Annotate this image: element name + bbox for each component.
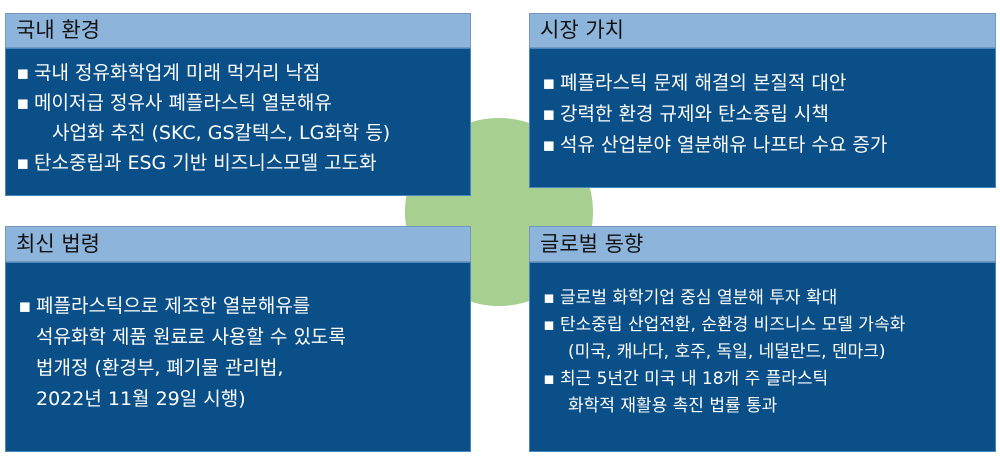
item-text: 최근 5년간 미국 내 18개 주 플라스틱 xyxy=(560,369,829,389)
list-item: ▪ 폐플라스틱으로 제조한 열분해유를 석유화학 제품 원료로 사용할 수 있도… xyxy=(18,291,470,415)
item-text-continued: 석유화학 제품 원료로 사용할 수 있도록 xyxy=(36,326,346,348)
panel-domestic: 국내 환경 ▪ 국내 정유화학업계 미래 먹거리 낙점 ▪ 메이저급 정유사 폐… xyxy=(5,13,471,196)
list-item: ▪ 폐플라스틱 문제 해결의 본질적 대안 xyxy=(542,68,995,99)
item-text-continued: (미국, 캐나다, 호주, 독일, 네덜란드, 덴마크) xyxy=(568,342,886,362)
item-text: 폐플라스틱으로 제조한 열분해유를 xyxy=(36,295,311,317)
item-text: 탄소중립 산업전환, 순환경 비즈니스 모델 가속화 xyxy=(560,315,906,335)
list-item: ▪ 최근 5년간 미국 내 18개 주 플라스틱 화학적 재활용 촉진 법률 통… xyxy=(542,366,995,420)
bullet: ▪ xyxy=(543,288,555,308)
list-item: ▪ 강력한 환경 규제와 탄소중립 시책 xyxy=(542,99,995,130)
list-item: ▪ 탄소중립 산업전환, 순환경 비즈니스 모델 가속화 (미국, 캐나다, 호… xyxy=(542,312,995,366)
list-item: ▪ 탄소중립과 ESG 기반 비즈니스모델 고도화 xyxy=(16,148,470,178)
panel-law-body: ▪ 폐플라스틱으로 제조한 열분해유를 석유화학 제품 원료로 사용할 수 있도… xyxy=(5,262,471,452)
bullet: ▪ xyxy=(542,134,556,156)
panel-domestic-body: ▪ 국내 정유화학업계 미래 먹거리 낙점 ▪ 메이저급 정유사 폐플라스틱 열… xyxy=(5,48,471,196)
item-text-continued: 사업화 추진 (SKC, GS칼텍스, LG화학 등) xyxy=(52,122,391,144)
item-text: 국내 정유화학업계 미래 먹거리 낙점 xyxy=(34,62,321,84)
item-text: 강력한 환경 규제와 탄소중립 시책 xyxy=(560,103,829,125)
panel-global-body: ▪ 글로벌 화학기업 중심 열분해 투자 확대 ▪ 탄소중립 산업전환, 순환경… xyxy=(529,262,996,452)
panel-law: 최신 법령 ▪ 폐플라스틱으로 제조한 열분해유를 석유화학 제품 원료로 사용… xyxy=(5,226,471,452)
item-text-continued: 법개정 (환경부, 폐기물 관리법, xyxy=(36,357,284,379)
item-text-continued: 화학적 재활용 촉진 법률 통과 xyxy=(568,396,778,416)
panel-market-title: 시장 가치 xyxy=(529,13,996,48)
bullet: ▪ xyxy=(543,315,555,335)
bullet: ▪ xyxy=(16,152,30,174)
item-text: 석유 산업분야 열분해유 나프타 수요 증가 xyxy=(560,134,888,156)
item-text-continued: 2022년 11월 29일 시행) xyxy=(36,388,246,410)
item-text: 메이저급 정유사 폐플라스틱 열분해유 xyxy=(34,92,332,114)
bullet: ▪ xyxy=(542,103,556,125)
panel-global: 글로벌 동향 ▪ 글로벌 화학기업 중심 열분해 투자 확대 ▪ 탄소중립 산업… xyxy=(529,226,996,452)
panel-domestic-title: 국내 환경 xyxy=(5,13,471,48)
list-item: ▪ 국내 정유화학업계 미래 먹거리 낙점 xyxy=(16,58,470,88)
bullet: ▪ xyxy=(16,62,30,84)
bullet: ▪ xyxy=(16,92,30,114)
panel-law-title: 최신 법령 xyxy=(5,226,471,262)
bullet: ▪ xyxy=(18,295,32,317)
panel-market: 시장 가치 ▪ 폐플라스틱 문제 해결의 본질적 대안 ▪ 강력한 환경 규제와… xyxy=(529,13,996,188)
list-item: ▪ 메이저급 정유사 폐플라스틱 열분해유 사업화 추진 (SKC, GS칼텍스… xyxy=(16,88,470,148)
panel-market-body: ▪ 폐플라스틱 문제 해결의 본질적 대안 ▪ 강력한 환경 규제와 탄소중립 … xyxy=(529,48,996,188)
panel-global-title: 글로벌 동향 xyxy=(529,226,996,262)
list-item: ▪ 글로벌 화학기업 중심 열분해 투자 확대 xyxy=(542,285,995,312)
list-item: ▪ 석유 산업분야 열분해유 나프타 수요 증가 xyxy=(542,130,995,161)
bullet: ▪ xyxy=(542,72,556,94)
bullet: ▪ xyxy=(543,369,555,389)
item-text: 폐플라스틱 문제 해결의 본질적 대안 xyxy=(560,72,847,94)
item-text: 탄소중립과 ESG 기반 비즈니스모델 고도화 xyxy=(34,152,377,174)
item-text: 글로벌 화학기업 중심 열분해 투자 확대 xyxy=(560,288,838,308)
